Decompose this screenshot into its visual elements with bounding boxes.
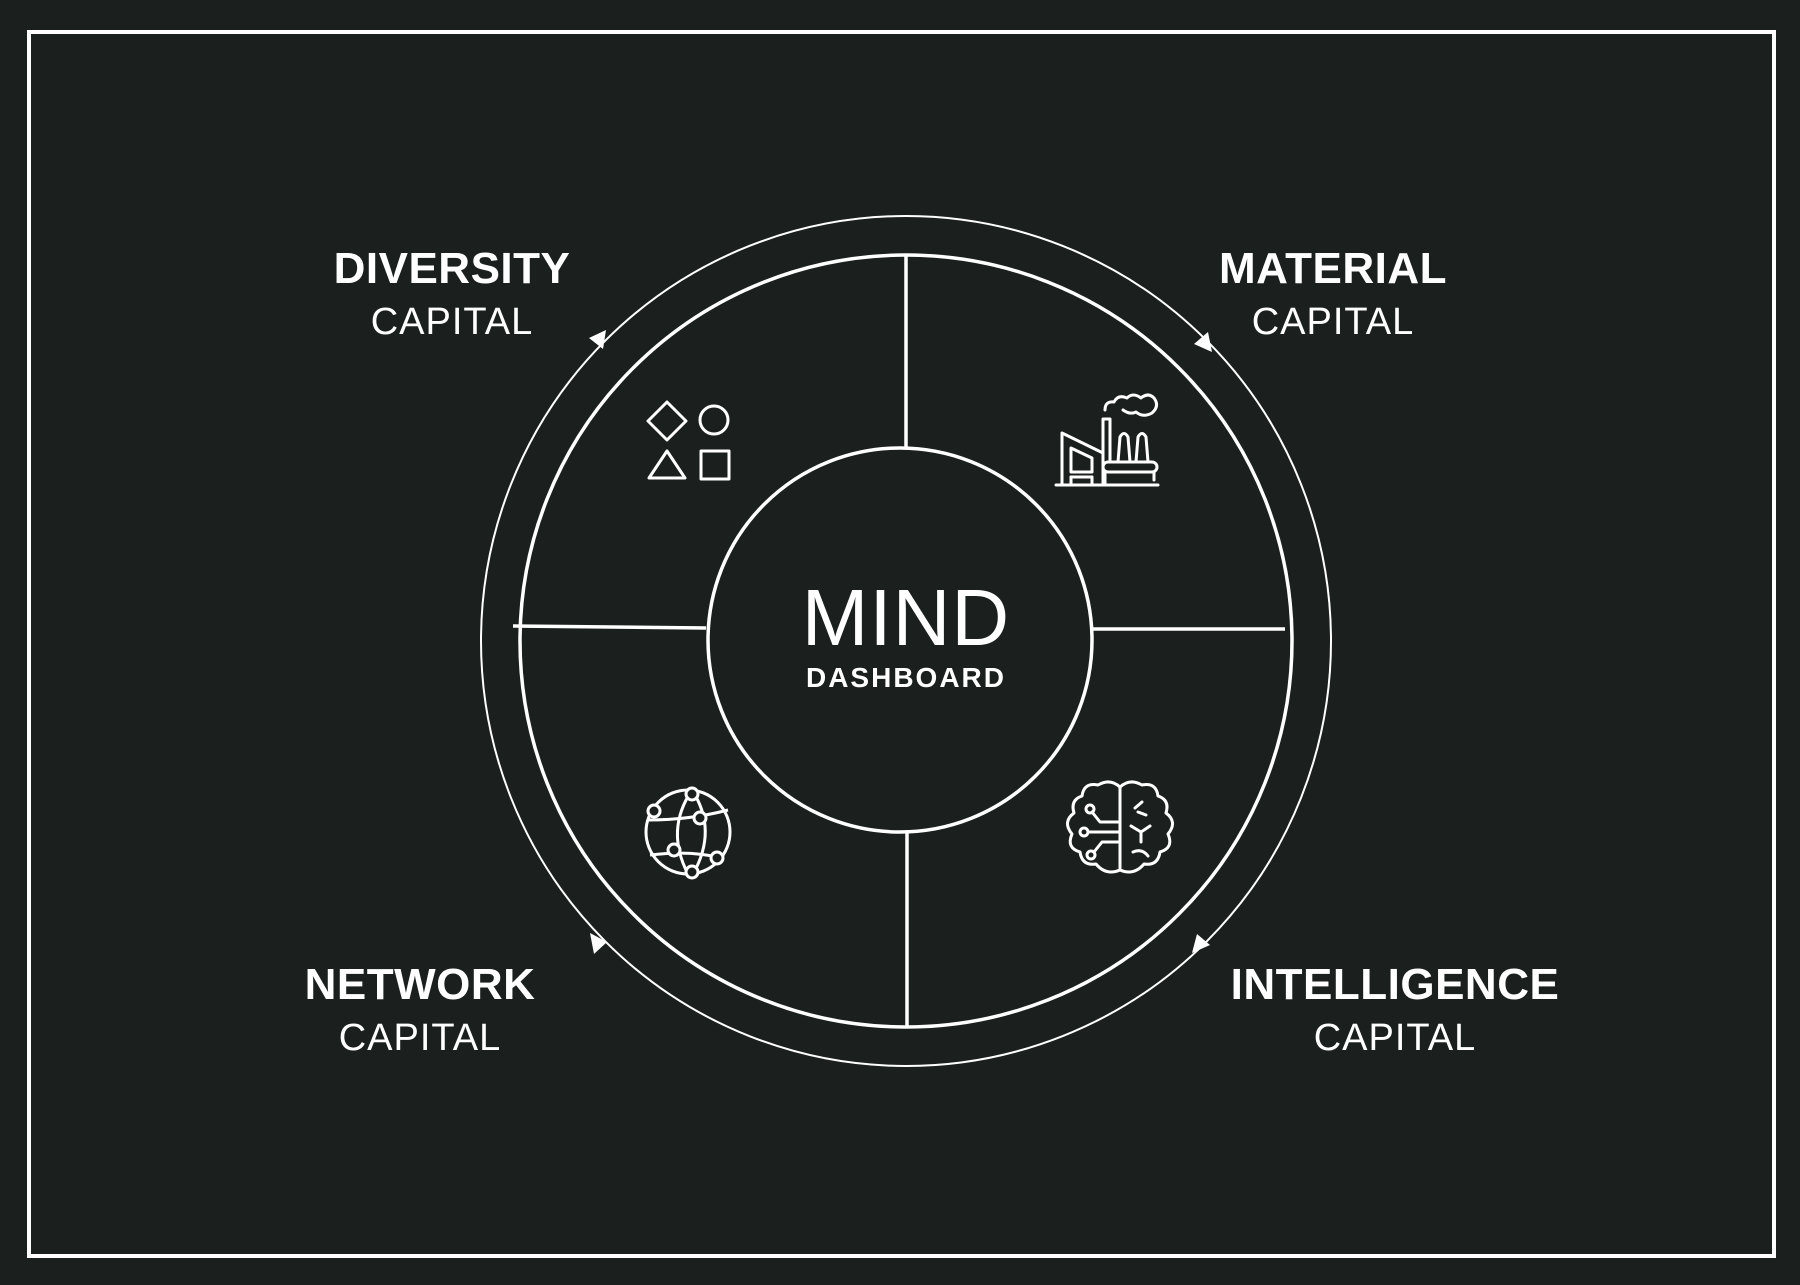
quadrant-title: MATERIAL [1218, 244, 1448, 293]
label-material-capital: MATERIAL CAPITAL [1218, 244, 1448, 343]
arrow-bottom-left-icon [590, 933, 607, 954]
arrow-bottom-right-icon [1192, 934, 1210, 953]
cycle-ring [480, 215, 1332, 1067]
arrow-top-right-icon [1194, 332, 1212, 352]
shapes-icon [646, 400, 731, 481]
center-title: MIND DASHBOARD [802, 578, 1010, 692]
center-hub [706, 446, 1094, 834]
center-title-sub: DASHBOARD [805, 662, 1006, 693]
quadrant-title: INTELLIGENCE [1230, 960, 1560, 1009]
divider-left [512, 624, 707, 630]
factory-icon [1054, 393, 1160, 487]
outer-frame [27, 30, 1776, 1258]
quadrant-subtitle: CAPITAL [1251, 301, 1415, 343]
quadrant-title: DIVERSITY [333, 244, 571, 293]
arrow-top-left-icon [589, 330, 606, 349]
quadrant-subtitle: CAPITAL [370, 301, 534, 343]
quadrant-subtitle: CAPITAL [1313, 1017, 1477, 1059]
label-intelligence-capital: INTELLIGENCE CAPITAL [1230, 960, 1560, 1059]
label-diversity-capital: DIVERSITY CAPITAL [333, 244, 571, 343]
label-network-capital: NETWORK CAPITAL [304, 960, 536, 1059]
brain-circuit-icon [1066, 780, 1174, 874]
quadrant-ring [518, 253, 1294, 1029]
quadrant-title: NETWORK [304, 960, 536, 1009]
center-title-main: MIND [801, 573, 1011, 662]
quadrant-subtitle: CAPITAL [338, 1017, 502, 1059]
globe-network-icon [644, 786, 732, 880]
